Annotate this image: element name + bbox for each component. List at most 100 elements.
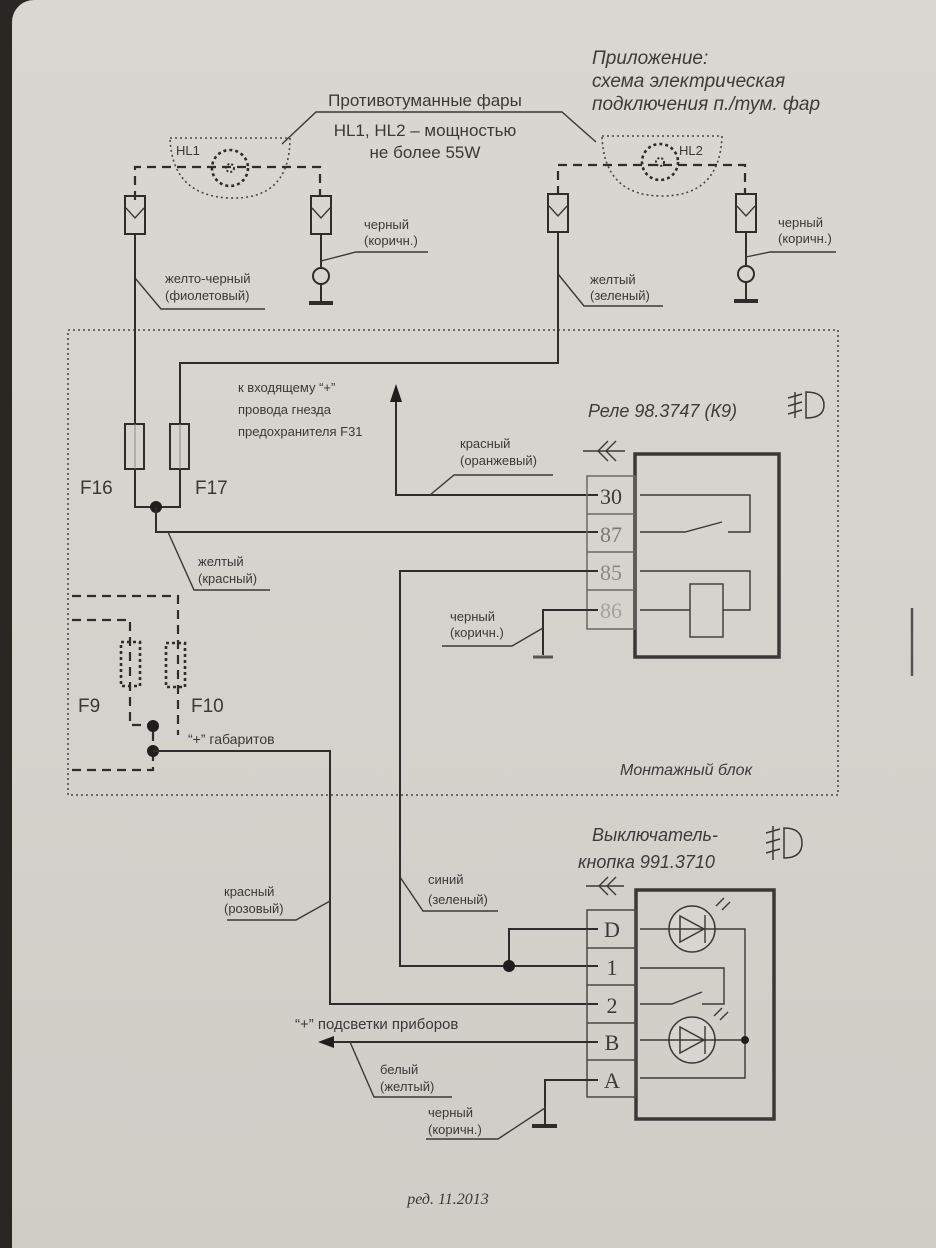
wire-color-alt: (коричн.) xyxy=(364,233,418,248)
switch-991-3710: Выключатель- кнопка 991.3710 D 1 2 B A xyxy=(578,825,803,1121)
switch-pin-block xyxy=(586,909,637,1098)
connector-icon xyxy=(125,207,145,220)
label-hl2-ground: черный (коричн.) xyxy=(745,215,836,258)
fuse-f9 xyxy=(119,640,142,688)
relay-coil-wire xyxy=(640,570,751,611)
wiring-diagram: Приложение: схема электрическая подключе… xyxy=(67,48,914,1208)
relay-pin-86: 86 xyxy=(600,598,622,623)
relay-contact-wire xyxy=(640,494,751,533)
switch-pin-1: 1 xyxy=(607,955,618,980)
fog-light-symbol-icon xyxy=(787,391,825,419)
fog-light-symbol-icon xyxy=(765,826,803,860)
connector-hl2-feed xyxy=(547,193,569,233)
wire-side-lights-to-switch-2 xyxy=(153,750,598,1005)
wire-color: желтый xyxy=(198,554,244,569)
switch-title-2: кнопка 991.3710 xyxy=(578,852,715,872)
led-indicator-icon xyxy=(668,1007,729,1064)
wire-relay-30 xyxy=(395,398,598,496)
wire-color: белый xyxy=(380,1062,418,1077)
appendix-heading: Приложение: схема электрическая подключе… xyxy=(592,48,820,115)
fog-lights-title: Противотуманные фары xyxy=(328,91,522,110)
label-leader xyxy=(429,474,553,496)
wire-color: черный xyxy=(428,1105,473,1120)
dashed-frame xyxy=(72,752,155,772)
note-line: провода гнезда xyxy=(238,402,332,417)
wire-color: синий xyxy=(428,872,463,887)
label-switch-1: синий (зеленый) xyxy=(399,872,498,912)
lamp-bulb-icon xyxy=(640,142,680,182)
wire-color: черный xyxy=(364,217,409,232)
fog-lights-leader xyxy=(281,111,597,145)
wire-color: желто-черный xyxy=(165,271,250,286)
connector-icon xyxy=(311,207,331,220)
arrow-up-icon xyxy=(390,384,402,402)
connector-hl1-ground xyxy=(310,195,332,235)
relay-title: Реле 98.3747 (К9) xyxy=(588,401,737,421)
switch-pin-a: A xyxy=(604,1068,620,1093)
note-line: предохранителя F31 xyxy=(238,424,363,439)
label-hl1-ground: черный (коричн.) xyxy=(320,217,428,262)
arrow-left-icon xyxy=(318,1036,334,1048)
label-side-lights: красный (розовый) xyxy=(224,884,331,921)
wire-color-alt: (коричн.) xyxy=(428,1122,482,1137)
note-line: к входящему “+” xyxy=(238,380,335,395)
headlamp-housing-hl2 xyxy=(601,135,723,197)
fog-lights-power: HL1, HL2 – мощностью xyxy=(334,121,517,140)
wire-color: черный xyxy=(450,609,495,624)
relay-switch-icon xyxy=(640,521,723,533)
connector-icon xyxy=(548,205,568,218)
note-f31: к входящему “+” провода гнезда предохран… xyxy=(238,380,363,439)
label-leader xyxy=(745,251,836,258)
label-switch-b: белый (желтый) xyxy=(349,1041,452,1098)
fuse-label-f10: F10 xyxy=(191,696,224,717)
label-leader xyxy=(426,1107,546,1140)
switch-title-1: Выключатель- xyxy=(592,825,718,845)
wire-color-alt: (фиолетовый) xyxy=(165,288,250,303)
relay-k9: Реле 98.3747 (К9) 30 87 85 86 xyxy=(583,391,825,659)
switch-led-wire xyxy=(640,1040,746,1079)
relay-coil-icon xyxy=(689,583,724,638)
lamp-label-hl1: HL1 xyxy=(176,143,200,158)
label-leader xyxy=(557,273,663,307)
ground-hl2 xyxy=(734,232,758,303)
wire-relay-86-ground xyxy=(542,609,598,655)
switch-pin-d: D xyxy=(604,917,620,942)
label-relay-86: черный (коричн.) xyxy=(442,609,544,647)
fuse-label-f17: F17 xyxy=(195,478,228,499)
wire-color-alt: (коричн.) xyxy=(778,231,832,246)
label-hl1-feed: желто-черный (фиолетовый) xyxy=(134,271,265,310)
label-hl2-feed: желтый (зеленый) xyxy=(557,272,663,307)
relay-pin-85: 85 xyxy=(600,560,622,585)
label-switch-a: черный (коричн.) xyxy=(426,1105,546,1140)
fuse-label-f9: F9 xyxy=(78,696,100,717)
dashed-frame xyxy=(72,594,180,735)
wire-color: черный xyxy=(778,215,823,230)
junction-dot xyxy=(147,720,159,732)
mount-block-label: Монтажный блок xyxy=(620,762,754,779)
ground-terminal-icon xyxy=(312,267,330,285)
label-leader xyxy=(167,531,270,591)
label-leader xyxy=(349,1041,452,1098)
appendix-line-2: схема электрическая xyxy=(592,71,785,92)
wire-color: красный xyxy=(460,436,510,451)
connector-icon xyxy=(736,205,756,218)
label-fuse-out: желтый (красный) xyxy=(167,531,270,591)
label-leader xyxy=(134,277,265,310)
switch-contact-icon xyxy=(640,991,703,1005)
junction-dot xyxy=(503,960,515,972)
fuse-block-f9-f10: F9 F10 “+” габаритов xyxy=(72,594,275,772)
label-leader xyxy=(320,251,428,262)
junction-dot xyxy=(741,1036,749,1044)
label-leader xyxy=(399,876,498,912)
label-leader xyxy=(442,627,544,647)
switch-contact-wire xyxy=(640,967,725,1005)
relay-pin-87: 87 xyxy=(600,522,622,547)
wire-color: красный xyxy=(224,884,274,899)
headlamp-housing-hl1 xyxy=(169,137,291,199)
wire-to-relay-87 xyxy=(155,507,598,533)
note-dash-lights-plus: “+” подсветки приборов xyxy=(295,1016,458,1033)
wire-color-alt: (розовый) xyxy=(224,901,284,916)
connector-hl1-feed xyxy=(124,195,146,235)
wire-color-alt: (оранжевый) xyxy=(460,453,537,468)
lamp-hl1: HL1 xyxy=(133,137,322,200)
